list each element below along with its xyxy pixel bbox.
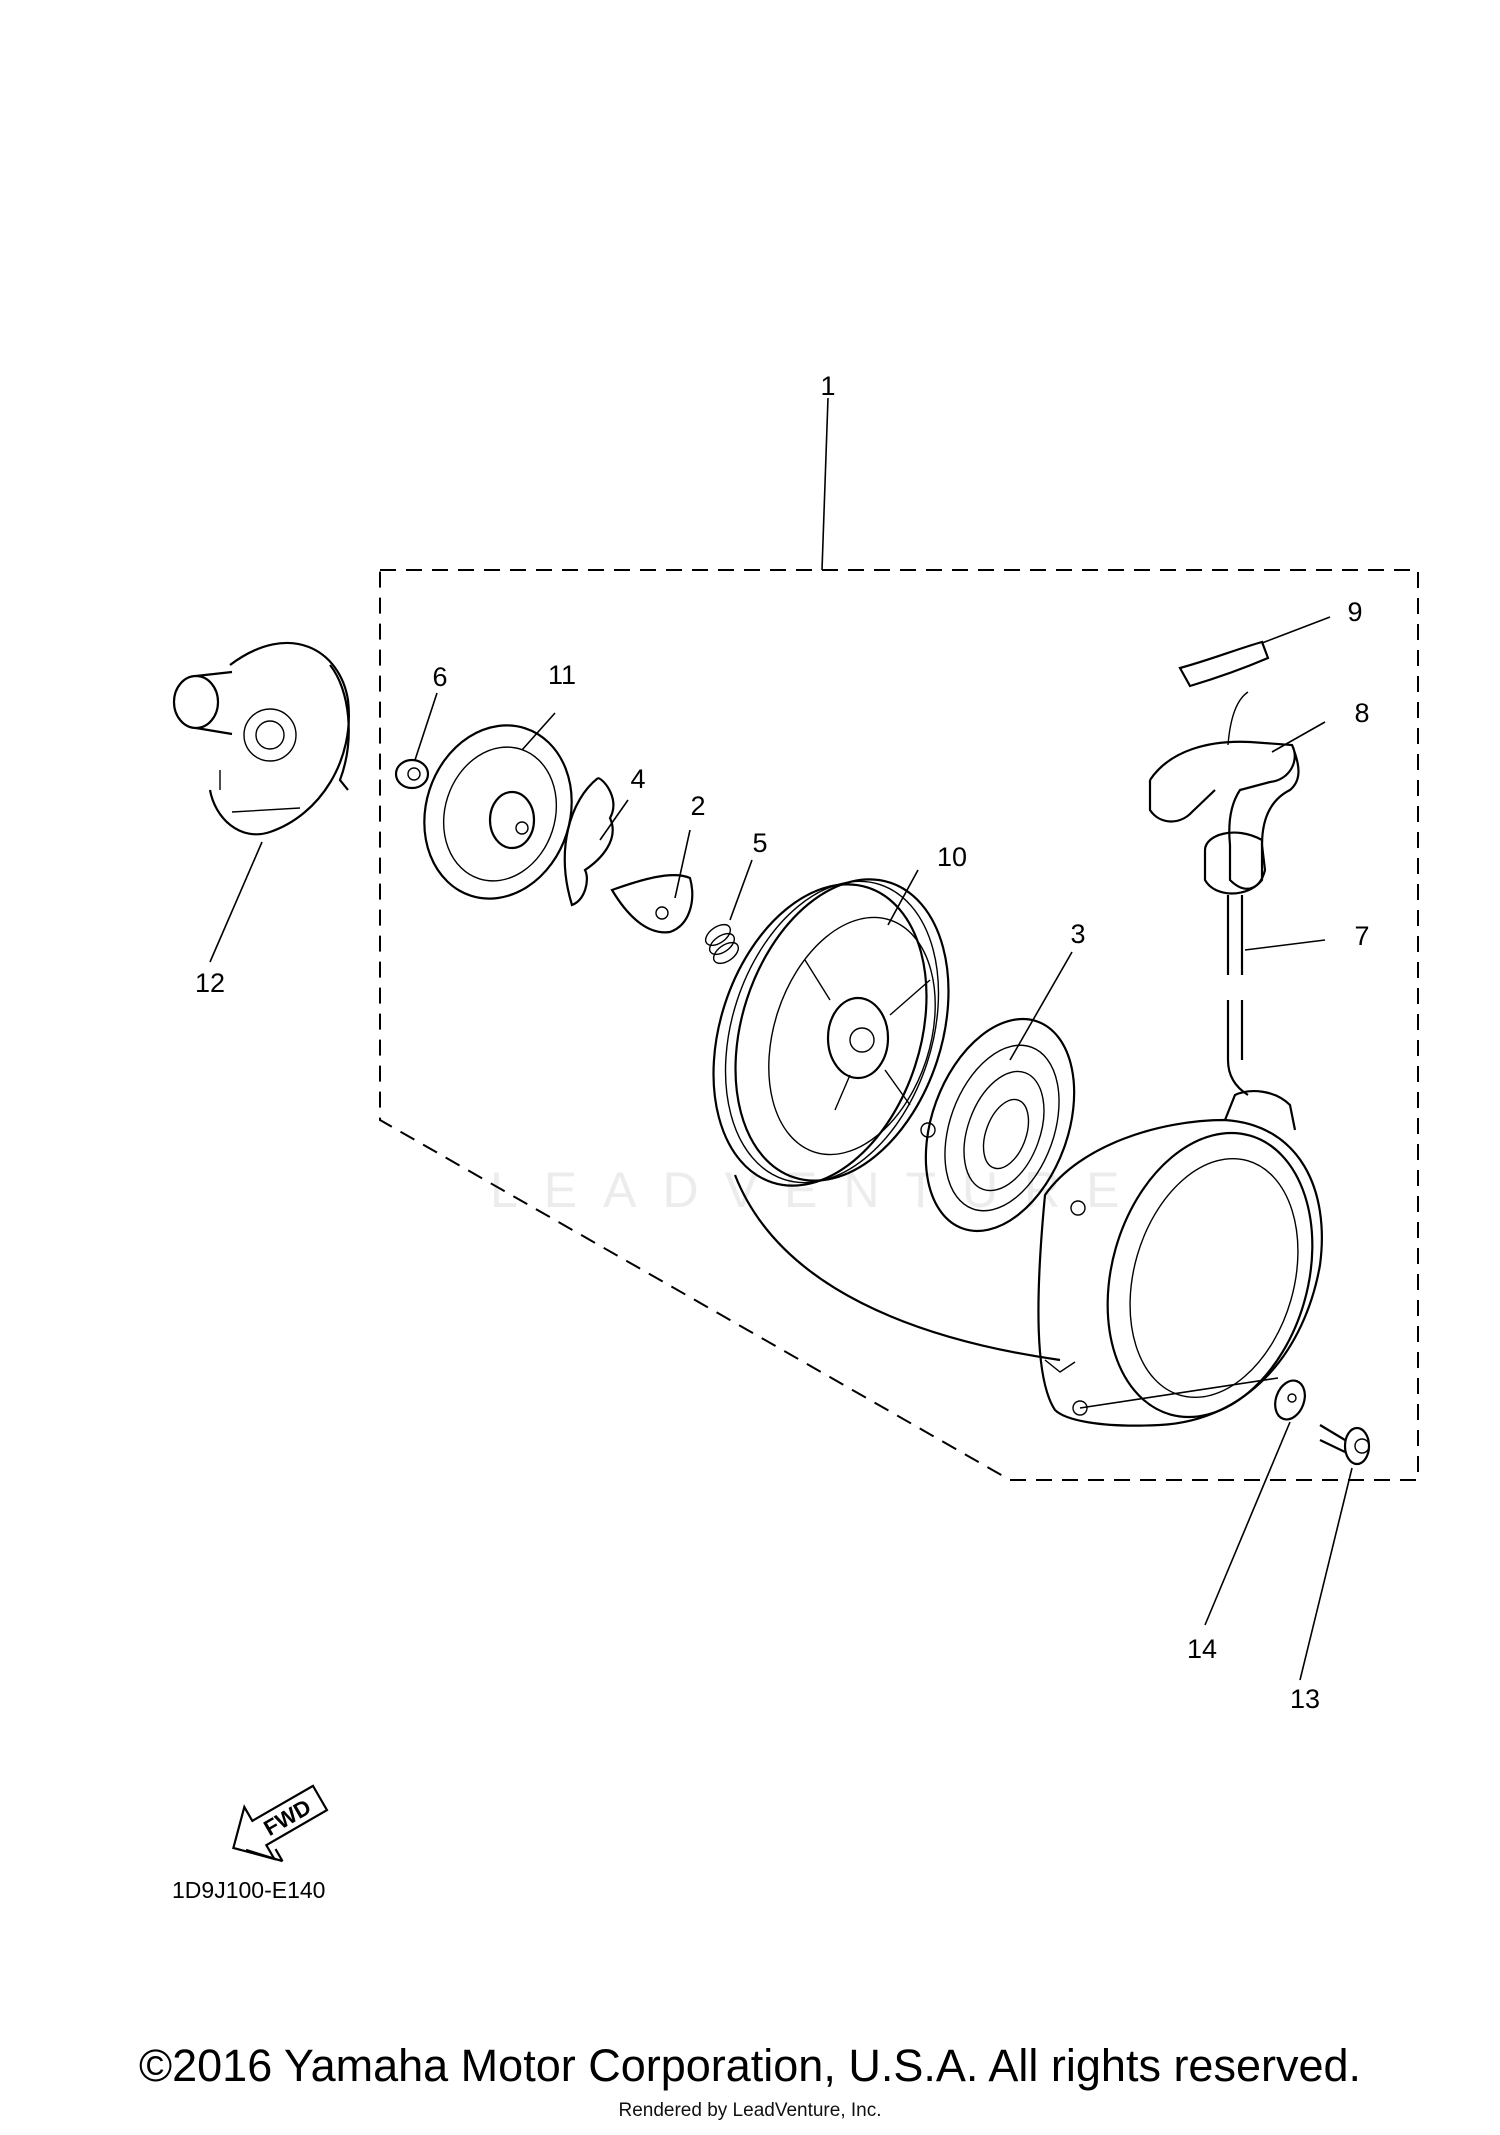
callout-10: 10 [937,842,967,872]
callout-3: 3 [1070,919,1085,949]
callout-12: 12 [195,968,225,998]
copyright-notice: ©2016 Yamaha Motor Corporation, U.S.A. A… [138,2040,1362,2091]
fwd-arrow-icon: FWD [232,1784,329,1863]
callout-13: 13 [1290,1684,1320,1714]
part-sheave-drum [712,878,950,1187]
part-bolt [1319,1424,1371,1466]
callout-8: 8 [1354,698,1369,728]
watermark: LEADVENTURE [490,1162,1146,1218]
part-drive-plate [423,724,573,900]
part-starter-pulley [172,641,350,836]
part-spiral-spring [920,1017,1076,1233]
callout-5: 5 [752,828,767,858]
part-starter-housing [733,1090,1323,1427]
part-handle-cap [1178,640,1270,688]
part-nut [394,758,430,790]
callout-4: 4 [630,764,645,794]
part-starter-handle [1148,691,1300,895]
callout-1: 1 [820,371,835,401]
diagram-code: 1D9J100-E140 [172,1877,325,1903]
part-washer [1274,1379,1306,1421]
callout-9: 9 [1347,597,1362,627]
part-clip [563,776,615,907]
part-spring [704,923,740,965]
rendered-by-note: Rendered by LeadVenture, Inc. [618,2100,882,2121]
leader-lines [209,397,1353,1681]
callout-2: 2 [690,791,705,821]
assembly-boundary [379,569,1419,1481]
part-pawl [610,874,694,934]
callout-7: 7 [1354,921,1369,951]
part-starter-rope [1226,895,1249,1096]
callout-11: 11 [548,660,576,690]
callout-6: 6 [432,662,447,692]
callout-14: 14 [1187,1634,1217,1664]
